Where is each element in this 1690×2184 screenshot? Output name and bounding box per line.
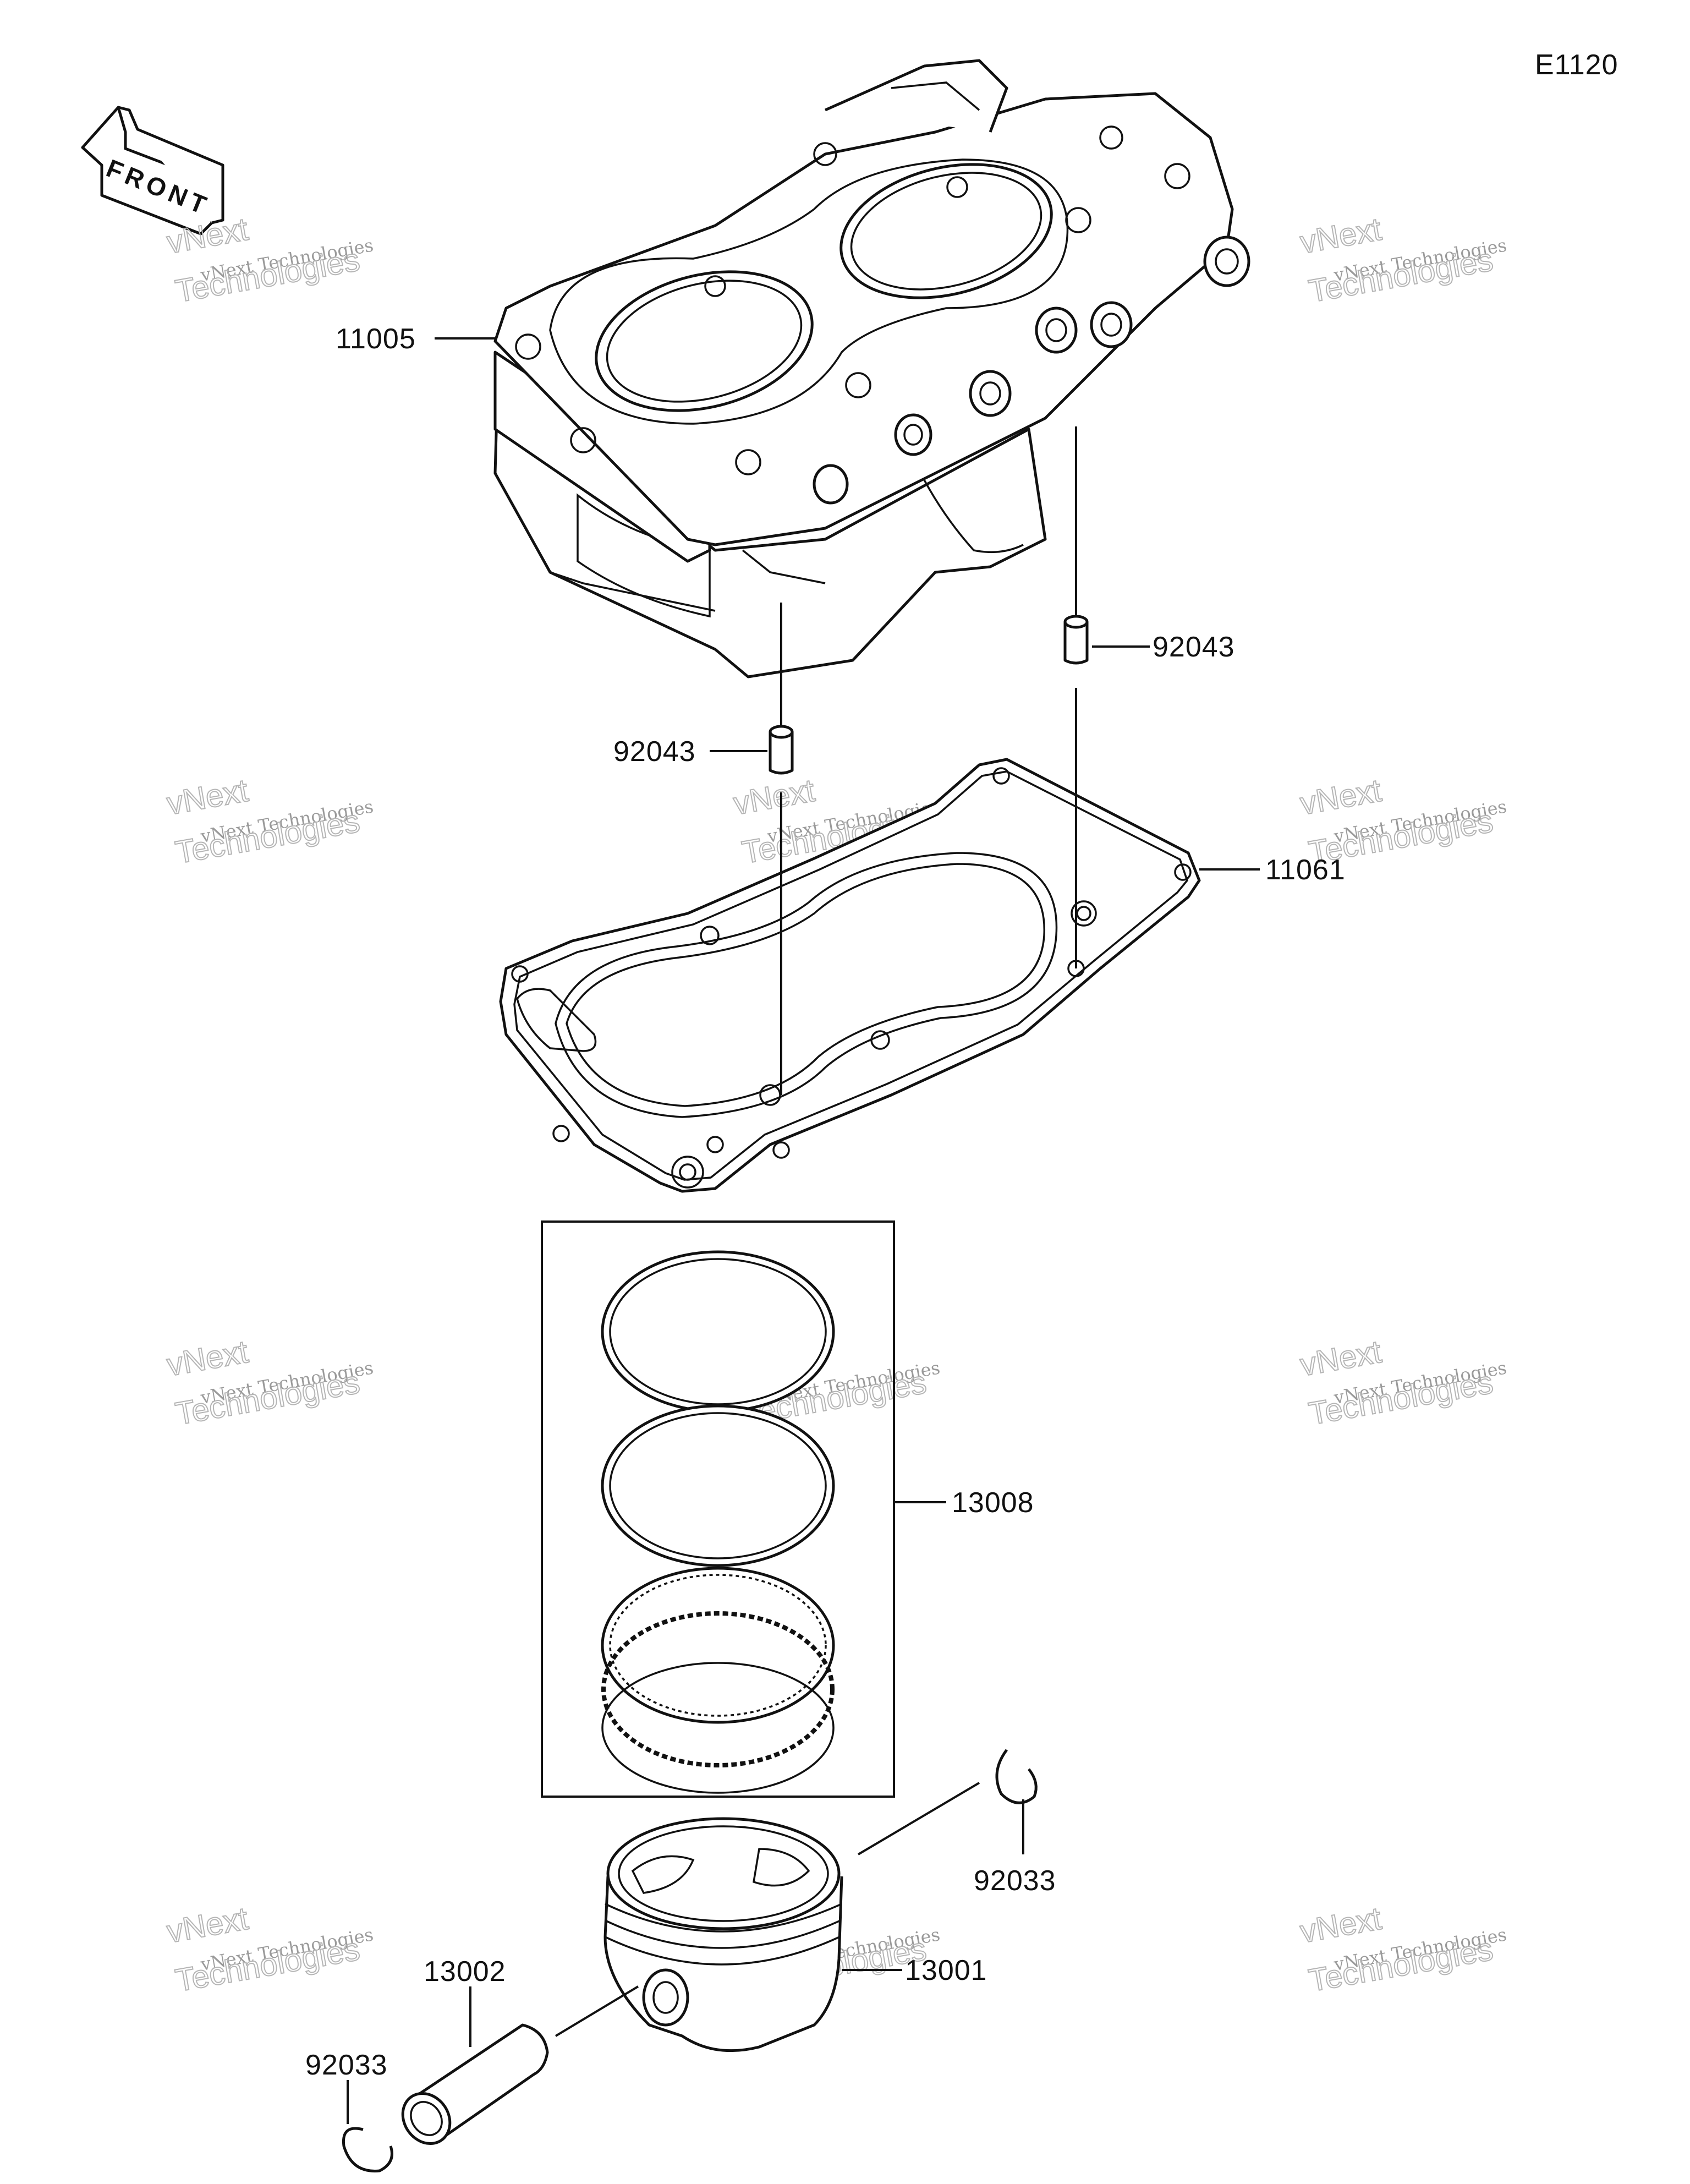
circlip-left[interactable] [342, 2127, 393, 2172]
watermark-line2: vNext [164, 1901, 250, 1950]
callout-11061: 11061 [1265, 854, 1346, 886]
watermark: vNext vNext Technologies Technologies [1297, 211, 1508, 310]
watermark: vNext vNext Technologies Technologies [1297, 1333, 1508, 1432]
leader-lines [347, 337, 1260, 2124]
watermark-line2: vNext [1297, 773, 1384, 822]
watermark: vNext vNext Technologies Technologies [1297, 772, 1508, 871]
callout-11005: 11005 [336, 323, 416, 355]
callout-92043-left: 92043 [613, 736, 696, 768]
watermark-line2: vNext [164, 773, 250, 822]
top-ring[interactable] [601, 1250, 835, 1413]
second-ring[interactable] [601, 1404, 835, 1567]
diagram-code: E1120 [1535, 49, 1618, 81]
oil-ring-expander[interactable] [601, 1611, 835, 1767]
watermark-line2: vNext [731, 773, 817, 822]
callout-92033-right: 92033 [974, 1865, 1056, 1897]
watermark-line2: vNext [1297, 1901, 1384, 1950]
ring-set-frame [541, 1220, 895, 1798]
cylinder-gasket[interactable] [499, 758, 1201, 1193]
circlip-right[interactable] [995, 1749, 1038, 1804]
watermark-line2: vNext [1297, 1334, 1384, 1383]
piston-ring-set[interactable] [601, 1250, 835, 1794]
callout-13002: 13002 [424, 1956, 506, 1988]
callout-13008: 13008 [952, 1487, 1034, 1519]
dowel-pin-left[interactable] [769, 725, 794, 775]
callout-92043-right: 92043 [1153, 631, 1235, 663]
oil-ring-rail-upper[interactable] [601, 1567, 835, 1724]
callout-92033-left: 92033 [305, 2049, 388, 2081]
piston-pin[interactable] [393, 2023, 549, 2153]
callout-13001: 13001 [905, 1955, 987, 1986]
watermark: vNext vNext Technologies Technologies [163, 772, 375, 871]
watermark: vNext vNext Technologies Technologies [163, 1333, 375, 1432]
watermark: vNext vNext Technologies Technologies [1297, 1900, 1508, 1999]
piston[interactable] [603, 1817, 843, 2052]
cylinder-block[interactable] [493, 59, 1250, 678]
watermark-line2: vNext [164, 1334, 250, 1383]
watermark: vNext vNext Technologies Technologies [163, 1900, 375, 1999]
dowel-pin-right[interactable] [1063, 615, 1089, 665]
watermark-line2: vNext [1297, 211, 1384, 261]
callout-labels: 11005 92043 92043 11061 13008 92033 1300… [305, 323, 1346, 2081]
oil-ring-rail-lower[interactable] [601, 1662, 835, 1794]
front-arrow-icon: FRONT [81, 106, 224, 236]
